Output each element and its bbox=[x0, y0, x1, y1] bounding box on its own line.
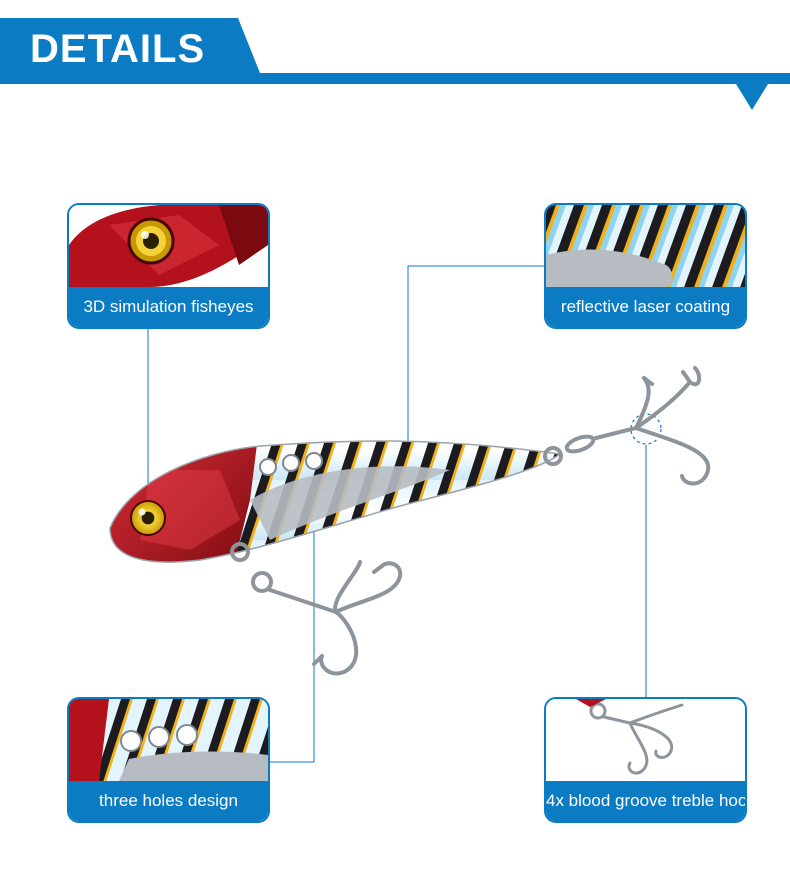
callout-label-holes: three holes design bbox=[69, 781, 268, 821]
lure-holes bbox=[259, 452, 323, 476]
header-tab bbox=[0, 18, 262, 78]
header-bar bbox=[0, 73, 790, 84]
callout-label-hook: 4x blood groove treble hook bbox=[546, 781, 745, 821]
callout-card-hook: 4x blood groove treble hook bbox=[544, 697, 747, 823]
callout-card-laser: reflective laser coating bbox=[544, 203, 747, 329]
holes-closeup-icon bbox=[69, 699, 268, 781]
belly-treble-hook-icon bbox=[230, 542, 403, 676]
page-title: DETAILS bbox=[30, 27, 206, 71]
treble-hook-closeup-icon bbox=[546, 699, 745, 781]
callout-card-holes: three holes design bbox=[67, 697, 270, 823]
lure-body bbox=[110, 440, 560, 563]
header-notch bbox=[736, 84, 768, 110]
lure-eye-icon bbox=[130, 500, 166, 536]
laser-coating-closeup-icon bbox=[546, 205, 745, 287]
callout-label-laser: reflective laser coating bbox=[546, 287, 745, 327]
leader-holes bbox=[270, 470, 315, 763]
callout-label-fisheyes: 3D simulation fisheyes bbox=[69, 287, 268, 327]
leader-laser bbox=[407, 265, 544, 445]
hook-highlight-circle bbox=[630, 413, 662, 445]
callout-card-fisheyes: 3D simulation fisheyes bbox=[67, 203, 270, 329]
tail-treble-hook-icon bbox=[543, 366, 711, 486]
fisheyes-closeup-icon bbox=[69, 205, 268, 287]
